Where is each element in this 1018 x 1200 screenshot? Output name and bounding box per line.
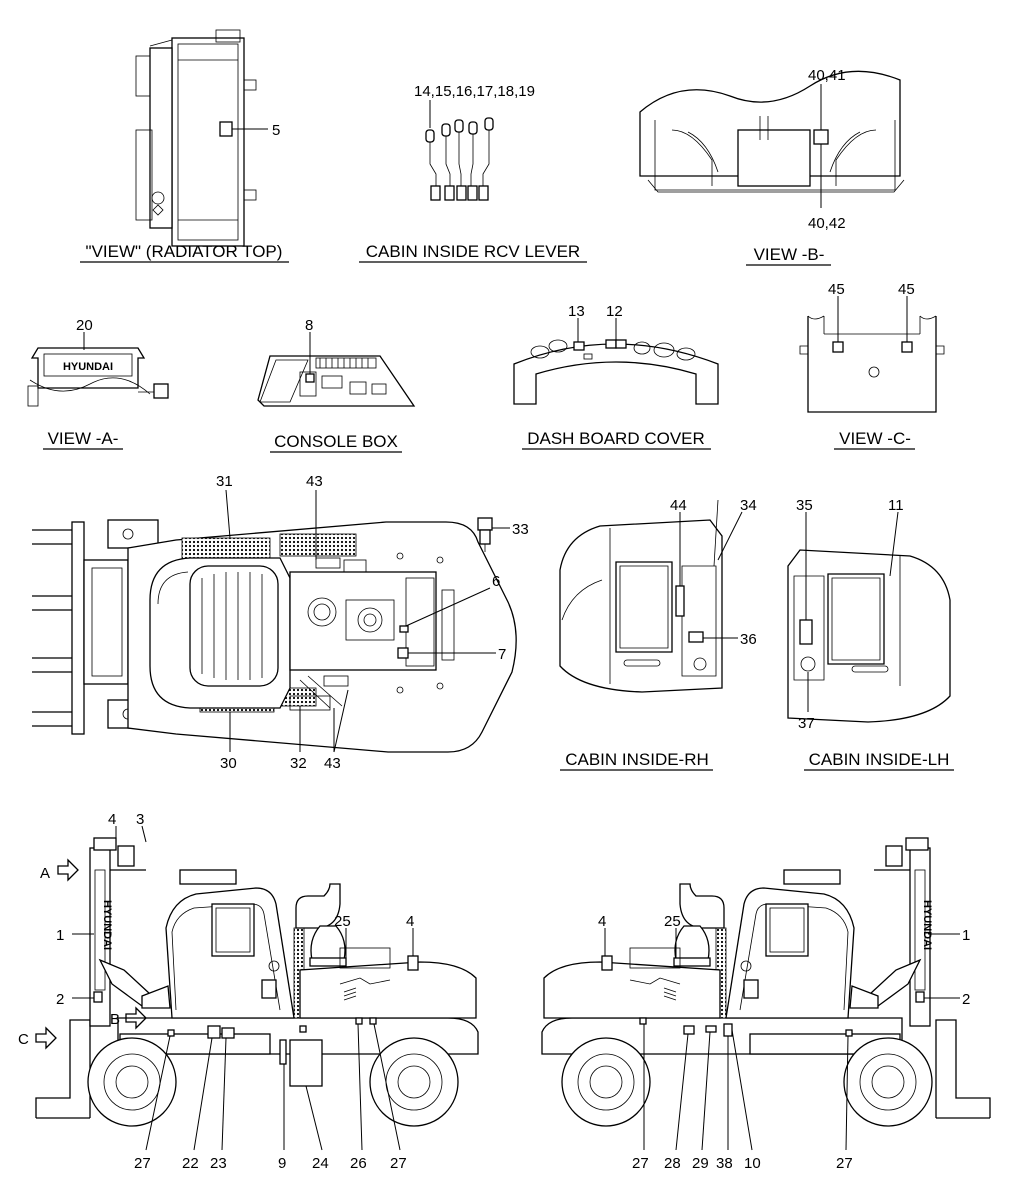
caption-radiator-top: "VIEW" (RADIATOR TOP) xyxy=(86,242,283,261)
caption-view-b: VIEW -B- xyxy=(754,245,825,264)
machine-left-side-view: HYUNDAI xyxy=(18,811,479,1172)
machine-top-view: 6 7 31 43 30 32 43 33 xyxy=(32,473,529,772)
left-callout-25: 25 xyxy=(334,913,351,930)
callout-43-top: 43 xyxy=(306,473,323,490)
left-callout-3: 3 xyxy=(136,811,144,828)
hyundai-logo-view-a: HYUNDAI xyxy=(63,361,113,373)
caption-view-c: VIEW -C- xyxy=(839,429,911,448)
view-a: HYUNDAI 20 VIEW -A- xyxy=(27,317,169,450)
callout-45-right: 45 xyxy=(898,281,915,298)
callout-34: 34 xyxy=(740,497,757,514)
cabin-inside-lh: 35 11 37 CABIN INSIDE-LH xyxy=(787,497,954,771)
left-callout-2: 2 xyxy=(56,991,64,1008)
caption-dash-board-cover: DASH BOARD COVER xyxy=(527,429,705,448)
caption-cabin-inside-lh: CABIN INSIDE-LH xyxy=(809,750,950,769)
callout-20: 20 xyxy=(76,317,93,334)
rcv-lever-view: 14,15,16,17,18,19 CABIN INSIDE RCV LEVER xyxy=(359,83,587,263)
cabin-inside-rh: 44 34 36 CABIN INSIDE-RH xyxy=(559,497,757,771)
left-callout-26: 26 xyxy=(350,1155,367,1172)
right-callout-4: 4 xyxy=(598,913,606,930)
caption-view-a: VIEW -A- xyxy=(48,429,119,448)
caption-cabin-inside-rh: CABIN INSIDE-RH xyxy=(565,750,709,769)
callout-33: 33 xyxy=(512,521,529,538)
view-c: 45 45 VIEW -C- xyxy=(799,281,945,450)
callout-35: 35 xyxy=(796,497,813,514)
right-callout-38: 38 xyxy=(716,1155,733,1172)
right-callout-25: 25 xyxy=(664,913,681,930)
console-box: 8 CONSOLE BOX xyxy=(257,317,416,453)
hyundai-mast-logo-right: HYUNDAI xyxy=(921,900,933,950)
callout-6: 6 xyxy=(492,573,500,590)
callout-40-42: 40,42 xyxy=(808,215,846,232)
right-callout-1: 1 xyxy=(962,927,970,944)
right-callout-27a: 27 xyxy=(632,1155,649,1172)
right-callout-10: 10 xyxy=(744,1155,761,1172)
left-callout-22: 22 xyxy=(182,1155,199,1172)
callout-45-left: 45 xyxy=(828,281,845,298)
left-callout-23: 23 xyxy=(210,1155,227,1172)
left-callout-27b: 27 xyxy=(390,1155,407,1172)
caption-console-box: CONSOLE BOX xyxy=(274,432,398,451)
view-b: 40,41 40,42 VIEW -B- xyxy=(639,67,905,266)
callout-8: 8 xyxy=(305,317,313,334)
left-callout-4: 4 xyxy=(108,811,116,828)
arrow-a: A xyxy=(40,865,50,882)
callout-32: 32 xyxy=(290,755,307,772)
callout-43-bottom: 43 xyxy=(324,755,341,772)
left-callout-27a: 27 xyxy=(134,1155,151,1172)
radiator-top-view: 5 "VIEW" (RADIATOR TOP) xyxy=(80,29,289,263)
left-callout-9: 9 xyxy=(278,1155,286,1172)
right-callout-27b: 27 xyxy=(836,1155,853,1172)
callout-12: 12 xyxy=(606,303,623,320)
right-callout-2: 2 xyxy=(962,991,970,1008)
callout-5: 5 xyxy=(272,122,280,139)
callout-13: 13 xyxy=(568,303,585,320)
callout-7: 7 xyxy=(498,646,506,663)
left-callout-24: 24 xyxy=(312,1155,329,1172)
callout-11: 11 xyxy=(888,497,904,514)
right-callout-28: 28 xyxy=(664,1155,681,1172)
arrow-c: C xyxy=(18,1031,29,1048)
callout-30: 30 xyxy=(220,755,237,772)
machine-right-side-view: HYUNDAI xyxy=(541,837,991,1172)
left-callout-4b: 4 xyxy=(406,913,414,930)
callout-31: 31 xyxy=(216,473,233,490)
callout-36: 36 xyxy=(740,631,757,648)
right-callout-29: 29 xyxy=(692,1155,709,1172)
hyundai-mast-logo-left: HYUNDAI xyxy=(101,900,113,950)
callout-37: 37 xyxy=(798,715,815,732)
caption-rcv-lever: CABIN INSIDE RCV LEVER xyxy=(366,242,580,261)
dash-board-cover: 13 12 DASH BOARD COVER xyxy=(513,303,719,450)
callout-44: 44 xyxy=(670,497,687,514)
callout-40-41: 40,41 xyxy=(808,67,846,84)
arrow-b: B xyxy=(110,1011,120,1028)
left-callout-1: 1 xyxy=(56,927,64,944)
callout-14-19: 14,15,16,17,18,19 xyxy=(414,83,535,100)
